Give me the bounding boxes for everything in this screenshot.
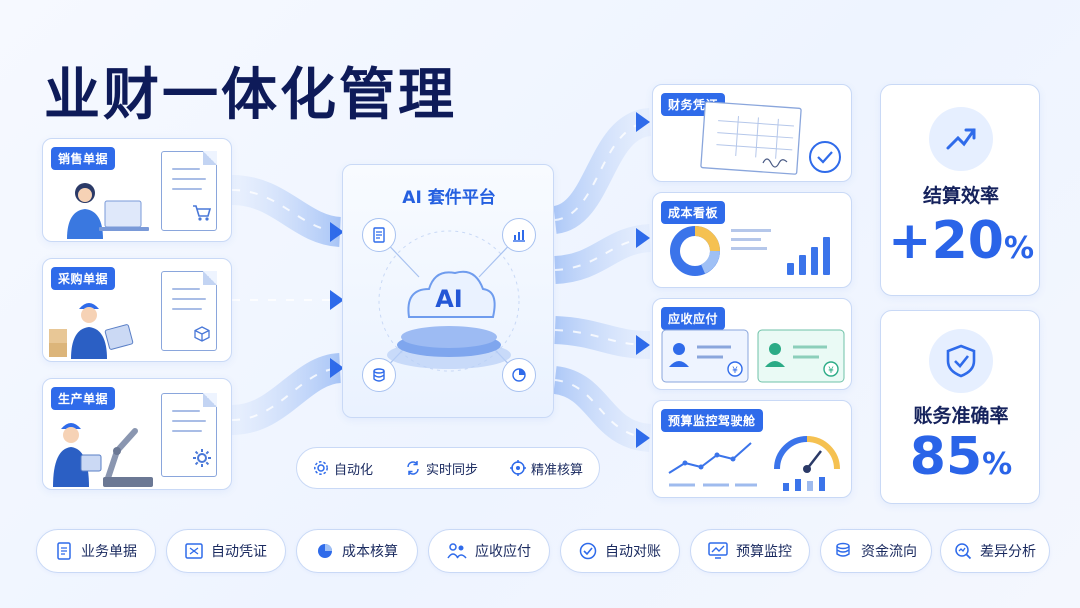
- trend-up-icon: [929, 107, 993, 171]
- output-label-budget-cockpit: 预算监控驾驶舱: [661, 409, 763, 432]
- metric-unit: %: [1003, 231, 1034, 266]
- bottom-item-label: 自动凭证: [211, 544, 267, 560]
- platform-doc-icon: [362, 218, 396, 252]
- ai-platform-panel: AI 套件平台 AI: [342, 164, 554, 418]
- production-document-icon: [161, 393, 217, 477]
- sync-icon: [407, 461, 419, 475]
- input-card-purchase: 采购单据: [42, 258, 232, 362]
- metric-value: 85%: [881, 427, 1041, 487]
- platform-title: AI 套件平台: [402, 188, 496, 208]
- target-icon: [509, 460, 526, 476]
- shopping-cart-icon: [193, 205, 212, 221]
- bottom-item-business-docs: 业务单据: [36, 529, 156, 573]
- bottom-item-budget-monitoring: 预算监控: [690, 529, 810, 573]
- line-trend-icon: [668, 442, 757, 487]
- box-icon: [194, 326, 210, 342]
- platform-pie-icon: [502, 358, 536, 392]
- voucher-icon: [185, 543, 203, 559]
- svg-text:¥: ¥: [732, 366, 738, 376]
- analysis-icon: [955, 543, 972, 560]
- bottom-item-fund-flow: 资金流向: [820, 529, 932, 573]
- output-card-receivables-payables: 应收应付 ¥ ¥: [652, 298, 852, 390]
- person-laptop-icon: [67, 183, 149, 239]
- bottom-item-auto-voucher: 自动凭证: [166, 529, 286, 573]
- check-circle-icon: [579, 542, 597, 560]
- monitor-chart-icon: [708, 542, 728, 559]
- dashboard-legend-lines: [731, 229, 779, 259]
- coins-icon: [836, 542, 850, 557]
- feature-label: 实时同步: [425, 462, 478, 478]
- input-label-purchase: 采购单据: [51, 267, 116, 290]
- metric-label: 结算效率: [922, 185, 999, 207]
- page-title: 业财一体化管理: [44, 63, 457, 128]
- shield-check-icon: [929, 329, 993, 393]
- worker-tablet-icon: [49, 303, 134, 359]
- gauge-icon: [774, 436, 840, 491]
- input-card-sales: 销售单据: [42, 138, 232, 242]
- gear-icon: [193, 449, 211, 467]
- output-label-cost-dashboard: 成本看板: [661, 201, 726, 224]
- input-label-sales: 销售单据: [51, 147, 116, 170]
- output-label-receivables-payables: 应收应付: [661, 307, 726, 330]
- input-card-production: 生产单据: [42, 378, 232, 490]
- feature-label: 自动化: [333, 462, 373, 478]
- receivable-card-icon: ¥: [661, 329, 749, 383]
- metric-value: +20%: [881, 211, 1041, 271]
- payable-card-icon: ¥: [757, 329, 845, 383]
- platform-database-icon: [362, 358, 396, 392]
- output-card-voucher: 财务凭证: [652, 84, 852, 182]
- people-icon: [447, 543, 467, 559]
- metric-card-accounting-accuracy: 账务准确率 85%: [880, 310, 1040, 504]
- donut-chart-icon: [670, 226, 720, 276]
- gear-icon: [314, 461, 328, 475]
- metric-number: 85: [909, 427, 983, 487]
- bottom-item-label: 差异分析: [980, 544, 1036, 560]
- metric-label: 账务准确率: [913, 405, 1009, 427]
- worker-robot-arm-icon: [53, 423, 153, 487]
- bottom-item-label: 成本核算: [342, 544, 398, 560]
- input-label-production: 生产单据: [51, 387, 116, 410]
- ai-core-label: AI: [435, 285, 463, 313]
- bottom-item-label: 预算监控: [736, 544, 792, 560]
- bottom-item-variance-analysis: 差异分析: [940, 529, 1050, 573]
- bar-chart-icon: [787, 235, 837, 275]
- metric-unit: %: [982, 447, 1013, 482]
- bottom-item-cost-accounting: 成本核算: [296, 529, 418, 573]
- output-card-budget-cockpit: 预算监控驾驶舱: [652, 400, 852, 498]
- feature-precise-accounting: 精准核算: [509, 459, 583, 478]
- bottom-item-label: 业务单据: [81, 544, 137, 560]
- bottom-item-receivables-payables: 应收应付: [428, 529, 550, 573]
- platform-chart-icon: [502, 218, 536, 252]
- output-card-cost-dashboard: 成本看板: [652, 192, 852, 288]
- document-icon: [57, 542, 71, 560]
- voucher-sheet-icon: [700, 101, 841, 175]
- metric-number: +20: [888, 211, 1004, 271]
- bottom-item-auto-reconcile: 自动对账: [560, 529, 680, 573]
- metric-card-settlement-efficiency: 结算效率 +20%: [880, 84, 1040, 296]
- platform-feature-bar: 自动化 实时同步 精准核算: [296, 447, 600, 489]
- feature-label: 精准核算: [530, 462, 583, 478]
- bottom-item-label: 自动对账: [605, 544, 661, 560]
- sales-document-icon: [161, 151, 217, 231]
- feature-realtime-sync: 实时同步: [405, 459, 478, 478]
- bottom-item-label: 资金流向: [861, 544, 917, 560]
- svg-text:¥: ¥: [828, 366, 834, 376]
- purchase-document-icon: [161, 271, 217, 351]
- feature-automation: 自动化: [313, 459, 373, 478]
- pie-chart-icon: [318, 544, 332, 558]
- platform-hub-graphic: [378, 230, 520, 376]
- bottom-item-label: 应收应付: [475, 544, 531, 560]
